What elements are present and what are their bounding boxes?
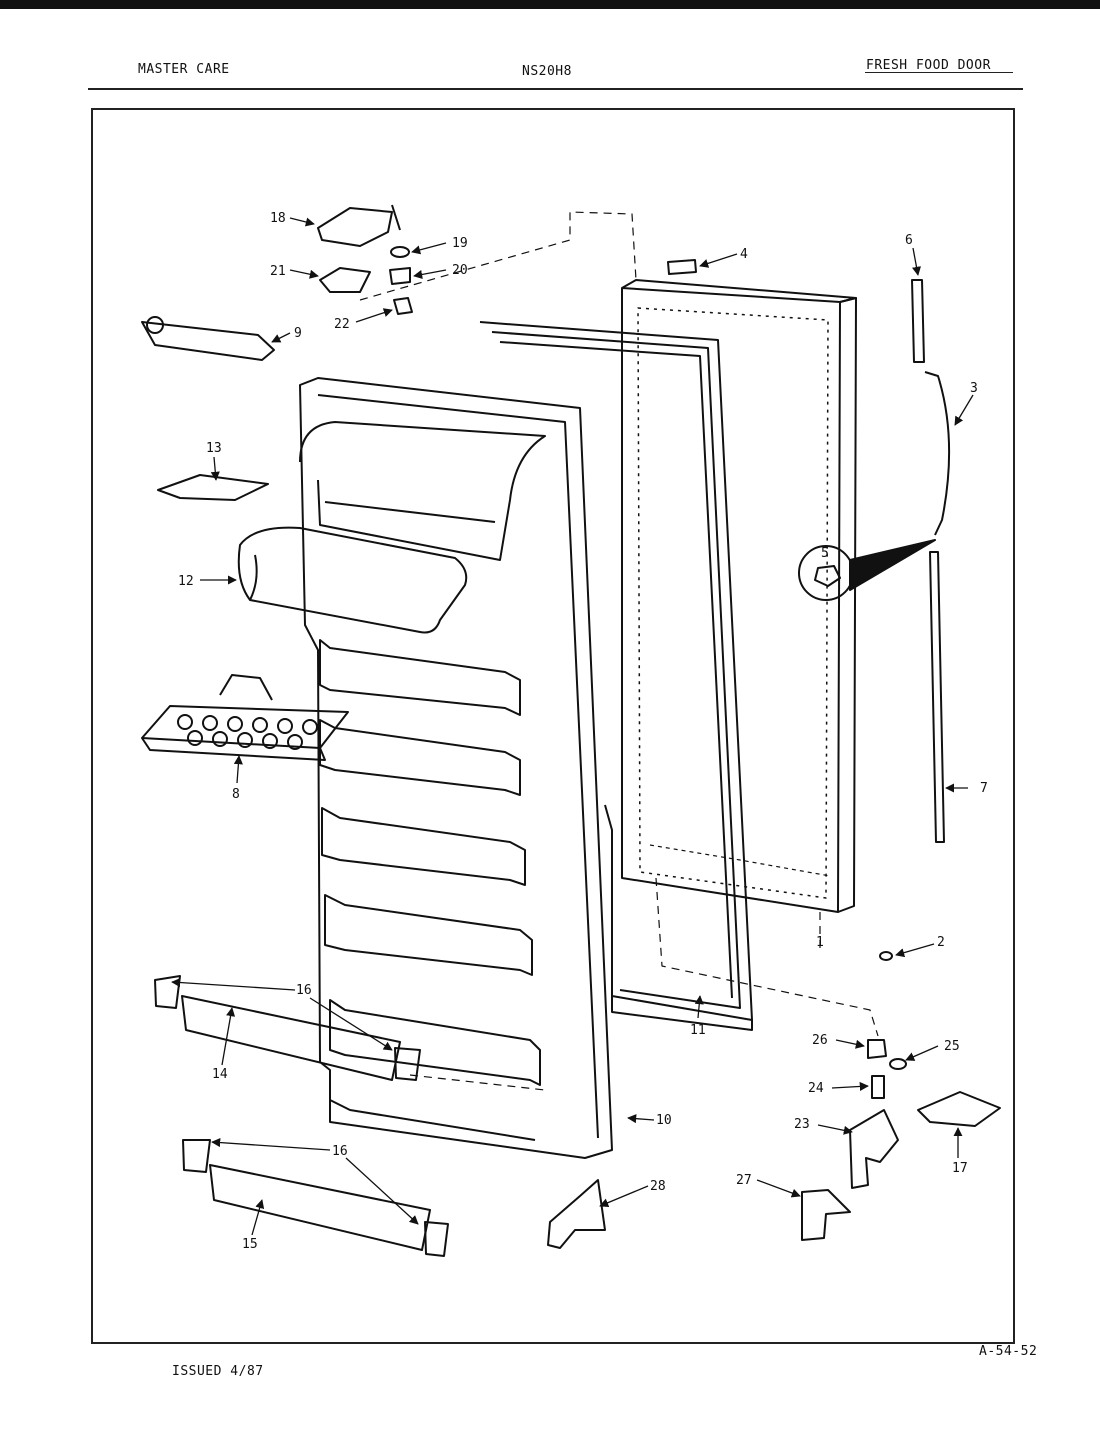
callout-6: 6 [905, 233, 913, 248]
footer-code: A-54-52 [979, 1344, 1038, 1359]
detail-leader [849, 539, 936, 591]
door-gasket [479, 321, 753, 1031]
callout-26: 26 [812, 1033, 828, 1048]
handle [924, 371, 951, 536]
bottom-hinge-plate [917, 1091, 1001, 1127]
callout-8: 8 [232, 787, 240, 802]
callout-27: 27 [736, 1173, 752, 1188]
callout-15: 15 [242, 1237, 258, 1252]
callout-5: 5 [821, 546, 829, 561]
header-rule [88, 88, 1023, 90]
outer-door-panel [621, 279, 857, 913]
hinge-shim-bottom [801, 1189, 851, 1241]
header-rule-short [865, 72, 1013, 73]
dairy-cover [237, 526, 468, 634]
bottom-hinge-bracket [849, 1109, 899, 1189]
hinge-shim [319, 267, 371, 293]
callout-17: 17 [952, 1161, 968, 1176]
door-bar-upper [154, 975, 421, 1081]
plug-small [879, 951, 893, 961]
callout-3: 3 [970, 381, 978, 396]
callout-leaders [171, 217, 974, 1236]
callout-21: 21 [270, 264, 286, 279]
assembly-lines [359, 211, 879, 1091]
handle-cap-top [911, 279, 925, 363]
door-bar-lower [182, 1139, 449, 1257]
plug-button [667, 259, 697, 275]
header-brand: MASTER CARE [138, 62, 230, 77]
washer [390, 246, 410, 258]
hinge-bushing [389, 267, 411, 285]
detail-screw [814, 565, 841, 587]
callout-22: 22 [334, 317, 350, 332]
egg-tray [141, 674, 349, 761]
callout-1: 1 [816, 935, 824, 950]
pin-bolt [871, 1075, 885, 1099]
footer-issued: ISSUED 4/87 [172, 1364, 264, 1379]
callout-18: 18 [270, 211, 286, 226]
spacer-washer [889, 1058, 907, 1070]
callout-13: 13 [206, 441, 222, 456]
callout-4: 4 [740, 247, 748, 262]
hinge-arm [141, 316, 275, 361]
callout-25: 25 [944, 1039, 960, 1054]
callout-12: 12 [178, 574, 194, 589]
callout-2: 2 [937, 935, 945, 950]
hinge-cover [547, 1179, 606, 1249]
stop-pin [867, 1039, 887, 1059]
callout-7: 7 [980, 781, 988, 796]
callout-23: 23 [794, 1117, 810, 1132]
callout-10: 10 [656, 1113, 672, 1128]
callout-28: 28 [650, 1179, 666, 1194]
top-border-bar [0, 0, 1100, 9]
callout-16-upper: 16 [296, 983, 312, 998]
callout-19: 19 [452, 236, 468, 251]
header-model: NS20H8 [522, 64, 572, 79]
hinge-nut [393, 297, 413, 315]
diagram-frame [91, 108, 1015, 1344]
callout-20: 20 [452, 263, 468, 278]
callout-11: 11 [690, 1023, 706, 1038]
inner-door-liner [299, 377, 613, 1159]
callout-24: 24 [808, 1081, 824, 1096]
callout-14: 14 [212, 1067, 228, 1082]
bin-clip [157, 474, 269, 501]
top-hinge [317, 204, 401, 247]
callout-9: 9 [294, 326, 302, 341]
callout-16-lower: 16 [332, 1144, 348, 1159]
handle-trim [929, 551, 945, 843]
header-section: FRESH FOOD DOOR [866, 58, 991, 73]
